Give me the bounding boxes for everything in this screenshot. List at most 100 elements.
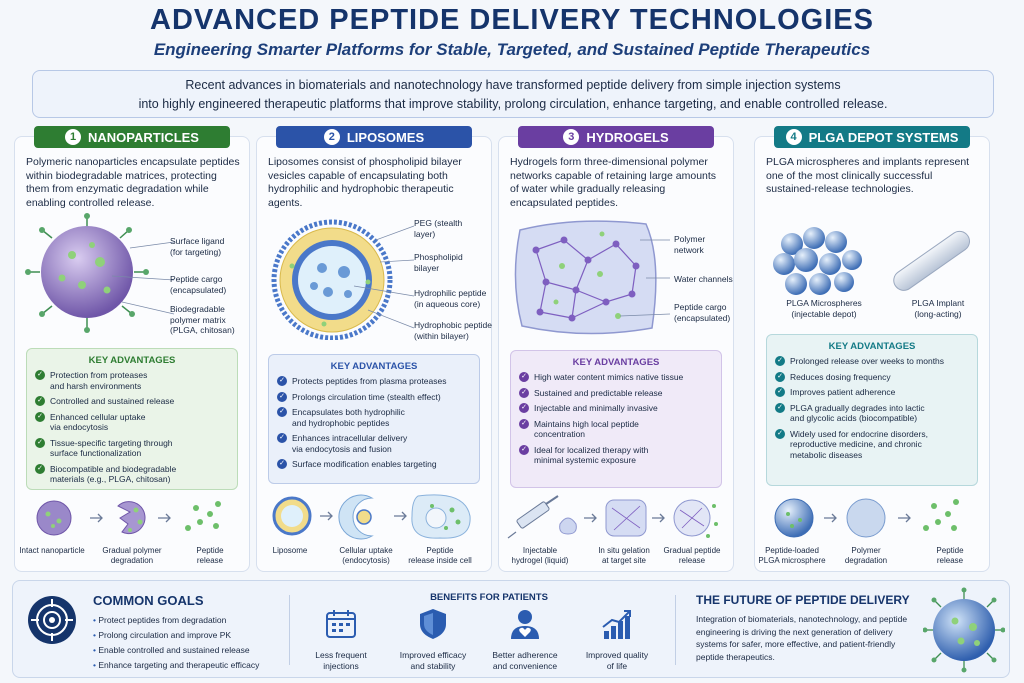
release-steps-illustration: [272, 494, 471, 540]
check-icon: ✓: [277, 433, 287, 443]
nanoparticle-illustration: [25, 213, 175, 333]
section-badge: 2 LIPOSOMES: [276, 126, 472, 148]
advantage-item: ✓Tissue-specific targeting through surfa…: [35, 437, 229, 459]
advantage-item: ✓Protects peptides from plasma proteases: [277, 376, 471, 387]
page-title: ADVANCED PEPTIDE DELIVERY TECHNOLOGIES: [150, 4, 874, 36]
check-icon: ✓: [775, 371, 785, 382]
goal-item: Protect peptides from degradation: [93, 613, 259, 628]
release-steps-illustration: [36, 500, 221, 536]
step-label: Cellular uptake (endocytosis): [339, 546, 393, 565]
section-badge: 1 NANOPARTICLES: [34, 126, 230, 148]
arrow-icon: [584, 513, 597, 523]
section-liposomes: 2 LIPOSOMES Liposomes consist of phospho…: [256, 126, 492, 574]
advantage-item: ✓Encapsulates both hydrophilic and hydro…: [277, 407, 471, 428]
advantage-item: ✓Injectable and minimally invasive: [519, 403, 713, 414]
check-icon: ✓: [519, 444, 529, 455]
section-description: Liposomes consist of phospholipid bilaye…: [268, 156, 462, 209]
section-description: PLGA microspheres and implants represent…: [766, 156, 970, 195]
step-label: Injectable hydrogel (liquid): [511, 546, 569, 565]
section-number: 1: [65, 129, 81, 145]
check-icon: ✓: [519, 387, 529, 398]
calendar-icon: [326, 610, 356, 638]
benefit-label: Improved quality of life: [585, 650, 649, 671]
label-polymer-matrix: Biodegradable polymer matrix (PLGA, chit…: [170, 304, 235, 335]
common-goals-list: Protect peptides from degradation Prolon…: [93, 613, 259, 673]
label-phospholipid: Phospholipid bilayer: [414, 252, 463, 273]
step-label: Peptide release: [196, 546, 224, 565]
goal-item: Enable controlled and sustained release: [93, 643, 259, 658]
benefit-label: Less frequent injections: [315, 650, 367, 671]
key-advantages-box: KEY ADVANTAGES ✓Protection from protease…: [26, 348, 238, 490]
arrow-icon: [394, 511, 407, 521]
future-title: THE FUTURE OF PEPTIDE DELIVERY: [696, 593, 910, 607]
label-water-channels: Water channels: [674, 274, 733, 284]
check-icon: ✓: [775, 356, 785, 366]
advantage-item: ✓PLGA gradually degrades into lactic and…: [775, 402, 969, 424]
release-steps-illustration: [507, 495, 718, 539]
advantage-item: ✓Reduces dosing frequency: [775, 371, 969, 383]
intro-line-2: into highly engineered therapeutic platf…: [138, 97, 888, 111]
arrow-icon: [652, 513, 665, 523]
benefits-title: BENEFITS FOR PATIENTS: [430, 592, 548, 603]
future-text: Integration of biomaterials, nanotechnol…: [696, 614, 908, 662]
advantage-item: ✓Surface modification enables targeting: [277, 459, 471, 470]
intro-line-1: Recent advances in biomaterials and nano…: [185, 78, 841, 92]
section-nanoparticles: 1 NANOPARTICLES Polymeric nanoparticles …: [14, 126, 250, 574]
advantage-item: ✓Controlled and sustained release: [35, 396, 229, 407]
section-name: NANOPARTICLES: [88, 129, 199, 145]
advantage-item: ✓Biocompatible and biodegradable materia…: [35, 463, 229, 485]
check-icon: ✓: [35, 370, 45, 380]
step-label: Gradual polymer degradation: [102, 546, 162, 565]
release-steps-illustration: [774, 498, 959, 538]
advantage-item: ✓Prolongs circulation time (stealth effe…: [277, 391, 471, 403]
advantage-item: ✓Widely used for endocrine disorders, re…: [775, 428, 969, 461]
advantage-item: ✓Improves patient adherence: [775, 387, 969, 398]
common-goals-title: COMMON GOALS: [93, 593, 204, 608]
benefit-label: Better adherence and convenience: [492, 650, 558, 671]
key-advantages-title: KEY ADVANTAGES: [330, 361, 418, 372]
arrow-icon: [320, 511, 333, 521]
arrow-icon: [158, 513, 171, 523]
benefit-label: Improved efficacy and stability: [399, 650, 467, 671]
check-icon: ✓: [277, 459, 287, 469]
step-label: Intact nanoparticle: [19, 546, 85, 555]
advantage-item: ✓Maintains high local peptide concentrat…: [519, 418, 713, 440]
check-icon: ✓: [519, 372, 529, 382]
label-surface-ligand: Surface ligand (for targeting): [170, 236, 225, 257]
section-badge: 3 HYDROGELS: [518, 126, 714, 148]
future-nanoparticle-illustration: [923, 587, 1005, 673]
syringe-icon: [507, 495, 559, 539]
benefit-item: Better adherence and convenience: [483, 607, 567, 672]
benefit-item: Improved efficacy and stability: [391, 607, 475, 672]
section-description: Hydrogels form three-dimensional polymer…: [510, 156, 717, 209]
step-label: Polymer degradation: [844, 546, 888, 565]
section-number: 4: [785, 129, 802, 145]
goal-item: Enhance targeting and therapeutic effica…: [93, 658, 259, 673]
key-advantages-title: KEY ADVANTAGES: [572, 357, 660, 368]
step-label: Peptide release inside cell: [408, 546, 472, 565]
key-advantages-title: KEY ADVANTAGES: [828, 341, 916, 352]
advantage-item: ✓Protection from proteases and harsh env…: [35, 370, 229, 391]
check-icon: ✓: [519, 403, 529, 413]
section-number: 3: [563, 129, 580, 145]
step-label: In situ gelation at target site: [598, 546, 650, 565]
section-name: LIPOSOMES: [346, 129, 425, 145]
check-icon: ✓: [277, 407, 287, 417]
advantage-item: ✓Enhanced cellular uptake via endocytosi…: [35, 411, 229, 433]
section-description: Polymeric nanoparticles encapsulate pept…: [26, 156, 240, 209]
advantage-item: ✓High water content mimics native tissue: [519, 372, 713, 383]
label-implant: PLGA Implant (long-acting): [911, 298, 965, 319]
section-name: PLGA DEPOT SYSTEMS: [808, 129, 959, 145]
target-icon: [28, 596, 76, 644]
user-heart-icon: [511, 610, 539, 639]
check-icon: ✓: [35, 396, 45, 406]
plga-illustration: [773, 227, 970, 295]
growth-chart-icon: [602, 610, 631, 639]
divider: [289, 595, 290, 665]
check-icon: ✓: [519, 418, 529, 429]
section-hydrogels: 3 HYDROGELS Hydrogels form three-dimensi…: [498, 126, 734, 574]
check-icon: ✓: [35, 463, 45, 474]
divider: [675, 595, 676, 665]
advantage-item: ✓Prolonged release over weeks to months: [775, 356, 969, 367]
section-badge: 4 PLGA DEPOT SYSTEMS: [774, 126, 970, 148]
